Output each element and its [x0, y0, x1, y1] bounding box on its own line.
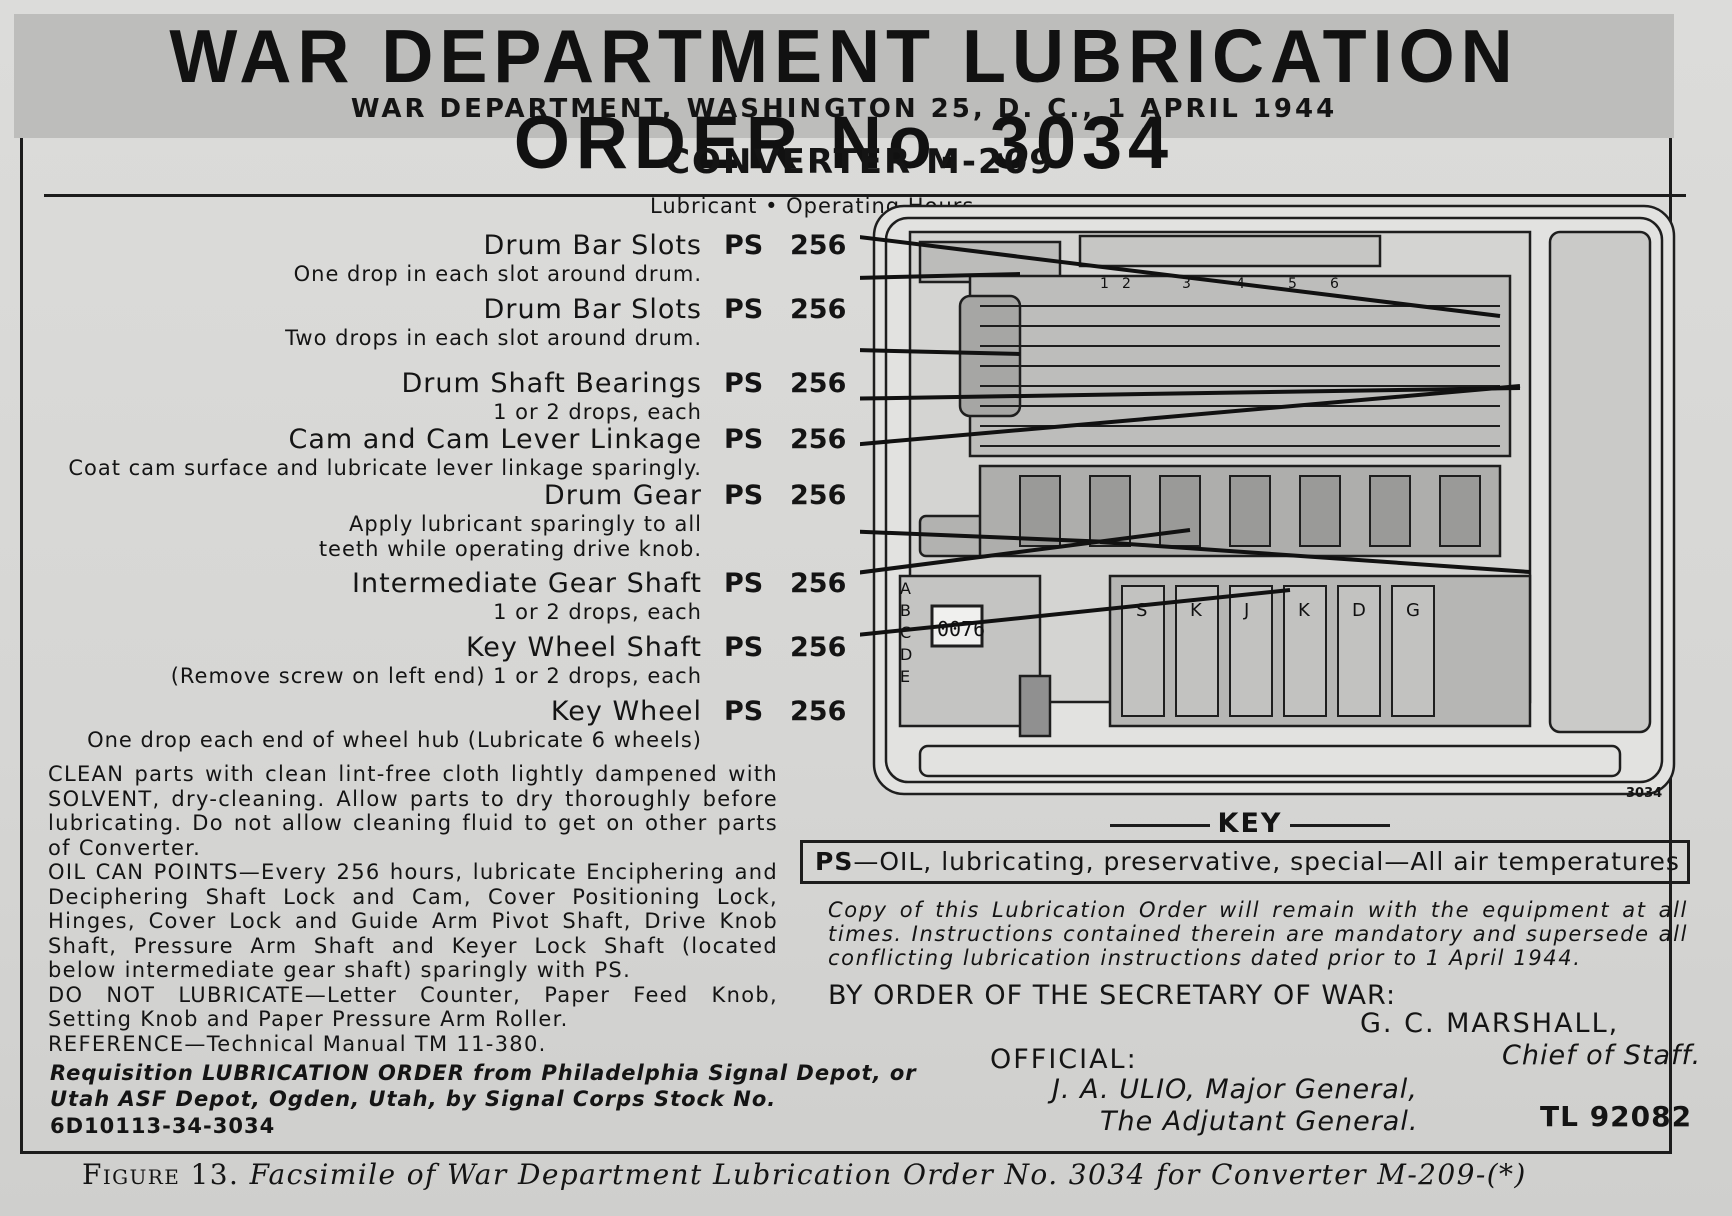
item-hours: 256: [790, 696, 847, 727]
requisition-note: Requisition LUBRICATION ORDER from Phila…: [50, 1061, 917, 1111]
item-lubricant: PS: [724, 368, 764, 399]
item-name: Cam and Cam Lever Linkage: [288, 424, 702, 455]
item-desc: One drop each end of wheel hub (Lubricat…: [87, 728, 702, 752]
item-hours: 256: [790, 632, 847, 663]
item-desc: Coat cam surface and lubricate lever lin…: [68, 456, 702, 480]
item-hours: 256: [790, 294, 847, 325]
item-desc: Two drops in each slot around drum.: [285, 326, 702, 350]
item-lubricant: PS: [724, 632, 764, 663]
chief-name: G. C. MARSHALL,: [1360, 1008, 1620, 1039]
key-wheel-letter-label: E: [900, 667, 910, 686]
by-order-line: BY ORDER OF THE SECRETARY OF WAR:: [828, 980, 1397, 1011]
item-hours: 256: [790, 230, 847, 261]
unit-title: CONVERTER M-209: [665, 142, 1055, 182]
key-wheel-letter-label: C: [900, 623, 911, 642]
item-desc: One drop in each slot around drum.: [293, 262, 702, 286]
title-band: [14, 14, 1674, 138]
item-hours: 256: [790, 568, 847, 599]
item-lubricant: PS: [724, 568, 764, 599]
converter-diagram: 1 2 3 4 5 6 A B C D E S K J K D G 0076: [860, 204, 1676, 796]
do-not-lubricate-note: DO NOT LUBRICATE—Letter Counter, Paper F…: [48, 982, 778, 1032]
key-wheel-letter-label: D: [900, 645, 912, 664]
stock-number: 6D10113-34-3034: [50, 1114, 276, 1138]
caption-text: Facsimile of War Department Lubrication …: [249, 1158, 1527, 1191]
order-subtitle: WAR DEPARTMENT, WASHINGTON 25, D. C., 1 …: [350, 94, 1338, 124]
item-hours: 256: [790, 480, 847, 511]
item-name: Drum Bar Slots: [483, 230, 702, 261]
key-wheel-letter-label: A: [900, 579, 911, 598]
item-hours: 256: [790, 368, 847, 399]
order-title: WAR DEPARTMENT LUBRICATION ORDER No. 303…: [169, 14, 1519, 186]
key-wheel-letter: D: [1352, 600, 1366, 621]
key-wheel-letter: K: [1190, 600, 1203, 621]
instruction-notes: CLEAN parts with clean lint-free cloth l…: [48, 762, 778, 1056]
key-wheel-letter: K: [1298, 600, 1311, 621]
caption-lead: Figure 13.: [82, 1158, 240, 1191]
figure-caption: Figure 13. Facsimile of War Department L…: [82, 1158, 1527, 1191]
wheel-number-label: 5: [1288, 276, 1297, 292]
wheel-number-label: 1: [1100, 276, 1109, 292]
copy-note: Copy of this Lubrication Order will rema…: [828, 898, 1688, 970]
wheel-number-label: 3: [1182, 276, 1191, 292]
oil-can-note: OIL CAN POINTS—Every 256 hours, lubricat…: [48, 860, 778, 982]
item-desc: (Remove screw on left end) 1 or 2 drops,…: [170, 664, 702, 688]
official-label: OFFICIAL:: [990, 1044, 1138, 1075]
tl-number: TL 92082: [1540, 1100, 1693, 1133]
item-lubricant: PS: [724, 480, 764, 511]
item-name: Drum Gear: [543, 480, 702, 511]
wheel-number-label: 2: [1122, 276, 1131, 292]
letter-counter: 0076: [937, 617, 985, 641]
item-name: Drum Bar Slots: [483, 294, 702, 325]
key-wheel-letter: J: [1243, 600, 1249, 621]
item-hours: 256: [790, 424, 847, 455]
item-name: Key Wheel: [550, 696, 702, 727]
figure-number: 3034: [1626, 786, 1663, 801]
item-lubricant: PS: [724, 294, 764, 325]
clean-note: CLEAN parts with clean lint-free cloth l…: [48, 762, 778, 860]
wheel-number-label: 6: [1330, 276, 1339, 292]
wheel-number-label: 4: [1236, 276, 1245, 292]
key-wheel-letter-label: B: [900, 601, 911, 620]
key-code: PS: [815, 847, 854, 876]
key-wheel-letter: S: [1136, 600, 1147, 621]
key-text: —OIL, lubricating, preservative, special…: [853, 847, 1680, 876]
chief-title: Chief of Staff.: [1502, 1040, 1702, 1071]
reference-note: REFERENCE—Technical Manual TM 11-380.: [48, 1031, 547, 1056]
key-box: PS—OIL, lubricating, preservative, speci…: [800, 840, 1690, 884]
item-desc: 1 or 2 drops, each: [493, 400, 702, 424]
item-name: Key Wheel Shaft: [465, 632, 702, 663]
key-wheel-letter: G: [1406, 600, 1420, 621]
adjutant-name: J. A. ULIO, Major General,: [1052, 1074, 1418, 1105]
key-title: KEY: [1110, 808, 1390, 839]
adjutant-title: The Adjutant General.: [1100, 1106, 1419, 1137]
item-name: Drum Shaft Bearings: [401, 368, 702, 399]
item-lubricant: PS: [724, 424, 764, 455]
title-rule: [44, 194, 1686, 197]
item-lubricant: PS: [724, 696, 764, 727]
item-lubricant: PS: [724, 230, 764, 261]
item-desc: 1 or 2 drops, each: [493, 600, 702, 624]
item-name: Intermediate Gear Shaft: [352, 568, 702, 599]
